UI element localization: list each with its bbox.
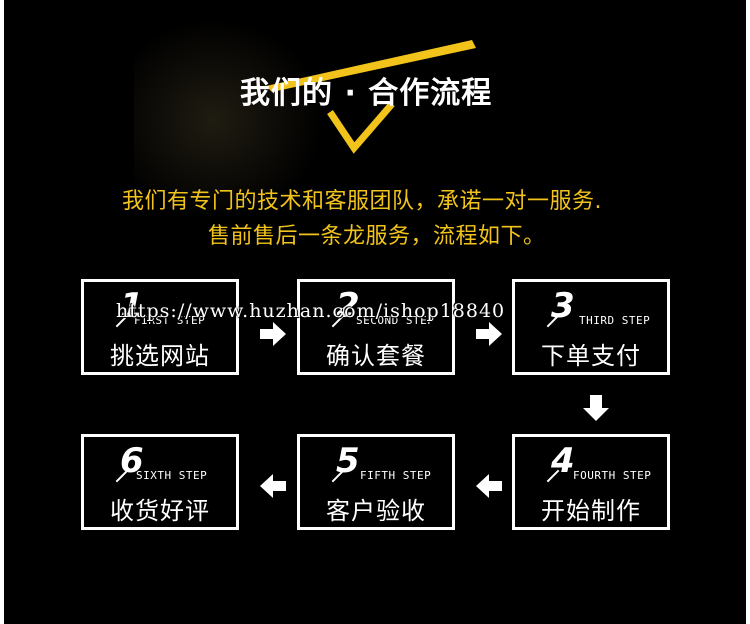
step-name: 挑选网站	[110, 342, 210, 370]
step-label: FIFTH STEP	[360, 469, 432, 482]
step-box-4: 4 FOURTH STEP 开始制作	[512, 434, 670, 530]
step-name: 下单支付	[541, 342, 641, 370]
arrow-down-icon	[583, 395, 609, 421]
watermark-url: https://www.huzhan.com/ishop18840	[116, 300, 506, 322]
step-name: 收货好评	[110, 497, 210, 525]
arrow-right-icon	[260, 322, 286, 346]
step-label: FOURTH STEP	[573, 469, 652, 482]
step-box-3: 3 THIRD STEP 下单支付	[512, 279, 670, 375]
step-label: THIRD STEP	[579, 314, 651, 327]
arrow-left-icon	[476, 474, 502, 498]
step-label: FIRST STEP	[134, 314, 206, 327]
step-box-5: 5 FIFTH STEP 客户验收	[297, 434, 455, 530]
title-decoration	[266, 40, 476, 154]
step-box-6: 6 SIXTH STEP 收货好评	[81, 434, 239, 530]
page-title: 我们的 · 合作流程	[240, 76, 493, 111]
top-stroke	[266, 40, 476, 92]
step-box-1: 1 FIRST STEP 挑选网站	[81, 279, 239, 375]
step-label: SIXTH STEP	[136, 469, 208, 482]
check-mark	[327, 101, 395, 154]
step-name: 客户验收	[326, 497, 426, 525]
step-name: 开始制作	[541, 497, 641, 525]
arrow-right-icon	[476, 322, 502, 346]
diagram-canvas: 我们的 · 合作流程 我们有专门的技术和客服团队，承诺一对一服务. 售前售后一条…	[4, 0, 746, 624]
intro-line-2: 售前售后一条龙服务，流程如下。	[208, 224, 546, 249]
step-name: 确认套餐	[326, 342, 426, 370]
step-box-2: 2 SECOND STEP 确认套餐	[297, 279, 455, 375]
arrow-left-icon	[260, 474, 286, 498]
step-label: SECOND STEP	[356, 314, 435, 327]
background-glow	[134, 10, 334, 230]
intro-line-1: 我们有专门的技术和客服团队，承诺一对一服务.	[122, 189, 602, 214]
